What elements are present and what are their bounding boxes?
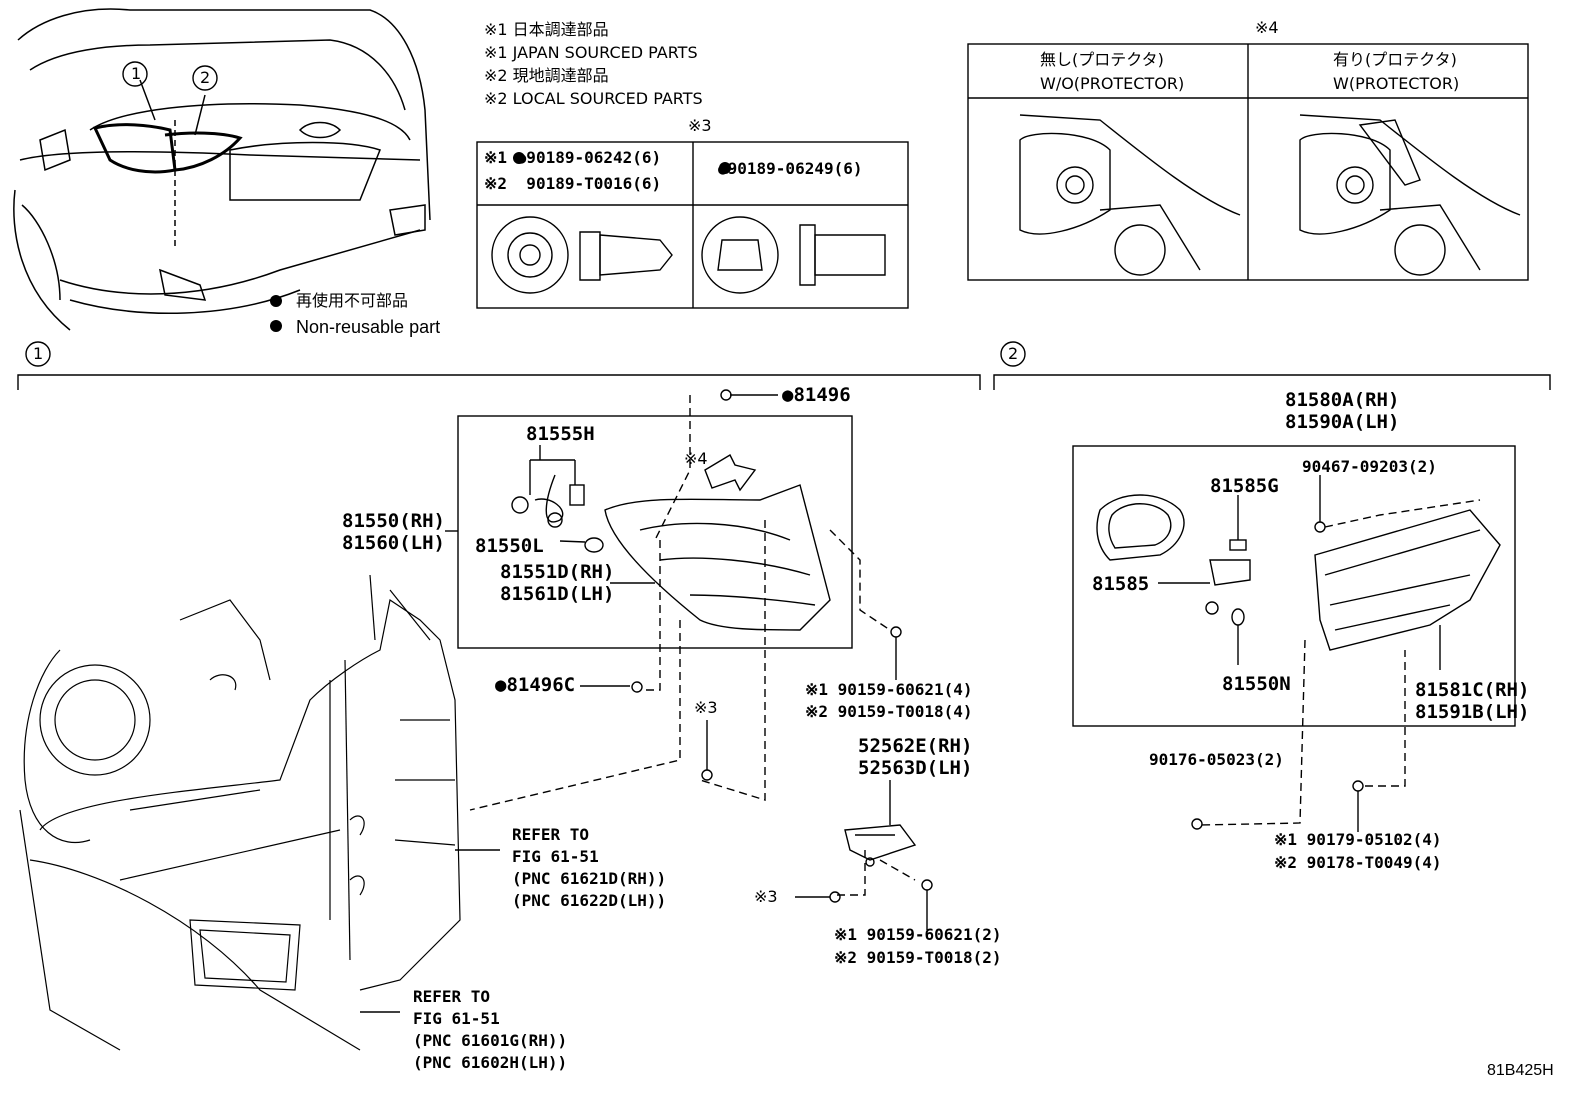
legend-dot-2	[270, 320, 282, 332]
part-81496C: ●81496C	[495, 674, 576, 696]
clip-table-lines	[476, 141, 909, 309]
protector-w-en: W(PROTECTOR)	[1333, 74, 1460, 93]
part-81585: 81585	[1092, 573, 1150, 595]
clip-table-ref: ※3	[688, 116, 712, 135]
part-81590A-lh: 81590A(LH)	[1285, 411, 1400, 433]
part-81550-rh: 81550(RH)	[342, 510, 445, 532]
section-2-label: 2	[1008, 344, 1019, 363]
part-81561D-lh: 81561D(LH)	[500, 583, 615, 605]
ref-4-arrow: ※4	[684, 449, 708, 468]
legend-en: Non-reusable part	[296, 317, 441, 337]
part-81580A-rh: 81580A(RH)	[1285, 389, 1400, 411]
vehicle-overview	[13, 8, 431, 331]
section1-bracket	[17, 374, 981, 390]
part-52562E-rh: 52562E(RH)	[858, 735, 973, 757]
part-90159-T0018-4: ※2 90159-T0018(4)	[805, 702, 973, 721]
inner-lamp-box	[1072, 445, 1516, 727]
section-circle-2	[1000, 341, 1026, 367]
callout-1-label: 1	[131, 64, 142, 83]
callout-2-label: 2	[200, 68, 211, 87]
refer1-text: REFER TO	[512, 825, 590, 844]
refer2-pnc-rh: (PNC 61601G(RH))	[413, 1031, 568, 1050]
note-1-jp: ※1 日本調達部品	[484, 20, 609, 39]
legend-dot-1	[270, 295, 282, 307]
part-81550N: 81550N	[1222, 673, 1291, 695]
protector-table-lines	[967, 43, 1529, 281]
protector-wo-jp: 無し(プロテクタ)	[1040, 50, 1164, 69]
part-81560-lh: 81560(LH)	[342, 532, 445, 554]
part-52563D-lh: 52563D(LH)	[858, 757, 973, 779]
part-81551D-rh: 81551D(RH)	[500, 561, 615, 583]
refer2-fig: FIG 61-51	[413, 1009, 500, 1028]
note-2-en: ※2 LOCAL SOURCED PARTS	[484, 89, 703, 108]
part-90159-T0018-2: ※2 90159-T0018(2)	[834, 948, 1002, 967]
note-1-en: ※1 JAPAN SOURCED PARTS	[484, 43, 698, 62]
protector-wo-en: W/O(PROTECTOR)	[1040, 74, 1185, 93]
clip-table-cell2-line1: ●90189-06249(6)	[718, 159, 863, 178]
callout-circle-1	[122, 61, 148, 87]
part-90179-05102: ※1 90179-05102(4)	[1274, 830, 1442, 849]
part-81585G: 81585G	[1210, 475, 1279, 497]
part-90467-09203: 90467-09203(2)	[1302, 457, 1437, 476]
part-90159-60621-4: ※1 90159-60621(4)	[805, 680, 973, 699]
clip-table-cell1-line1: ※1 ●90189-06242(6)	[484, 148, 662, 167]
callout-circle-2	[192, 65, 218, 91]
protector-ref: ※4	[1255, 18, 1279, 37]
refer1-pnc-rh: (PNC 61621D(RH))	[512, 869, 667, 888]
refer1-pnc-lh: (PNC 61622D(LH))	[512, 891, 667, 910]
note-2-jp: ※2 現地調達部品	[484, 66, 609, 85]
part-81581C-rh: 81581C(RH)	[1415, 679, 1530, 701]
part-90159-60621-2: ※1 90159-60621(2)	[834, 925, 1002, 944]
part-81555H: 81555H	[526, 423, 595, 445]
refer1-fig: FIG 61-51	[512, 847, 599, 866]
rear-lamp-outline-2	[164, 131, 243, 172]
part-90178-T0049: ※2 90178-T0049(4)	[1274, 853, 1442, 872]
part-81496: ●81496	[782, 384, 851, 406]
section-circle-1	[25, 341, 51, 367]
refer2-pnc-lh: (PNC 61602H(LH))	[413, 1053, 568, 1072]
ref-3-b: ※3	[754, 887, 778, 906]
refer2-text: REFER TO	[413, 987, 491, 1006]
figure-id: 81B425H	[1487, 1062, 1554, 1079]
ref-3-a: ※3	[694, 698, 718, 717]
clip-table-cell1-line2: ※2 90189-T0016(6)	[484, 174, 662, 193]
part-81591B-lh: 81591B(LH)	[1415, 701, 1530, 723]
rear-lamp-outline-1	[92, 123, 177, 174]
lamp-assembly-box	[457, 415, 853, 649]
part-90176-05023: 90176-05023(2)	[1149, 750, 1284, 769]
section2-bracket	[993, 374, 1551, 390]
protector-w-jp: 有り(プロテクタ)	[1333, 50, 1457, 69]
legend-jp: 再使用不可部品	[296, 291, 409, 310]
section-1-label: 1	[33, 344, 44, 363]
body-panel	[19, 574, 461, 1051]
part-81550L: 81550L	[475, 535, 544, 557]
